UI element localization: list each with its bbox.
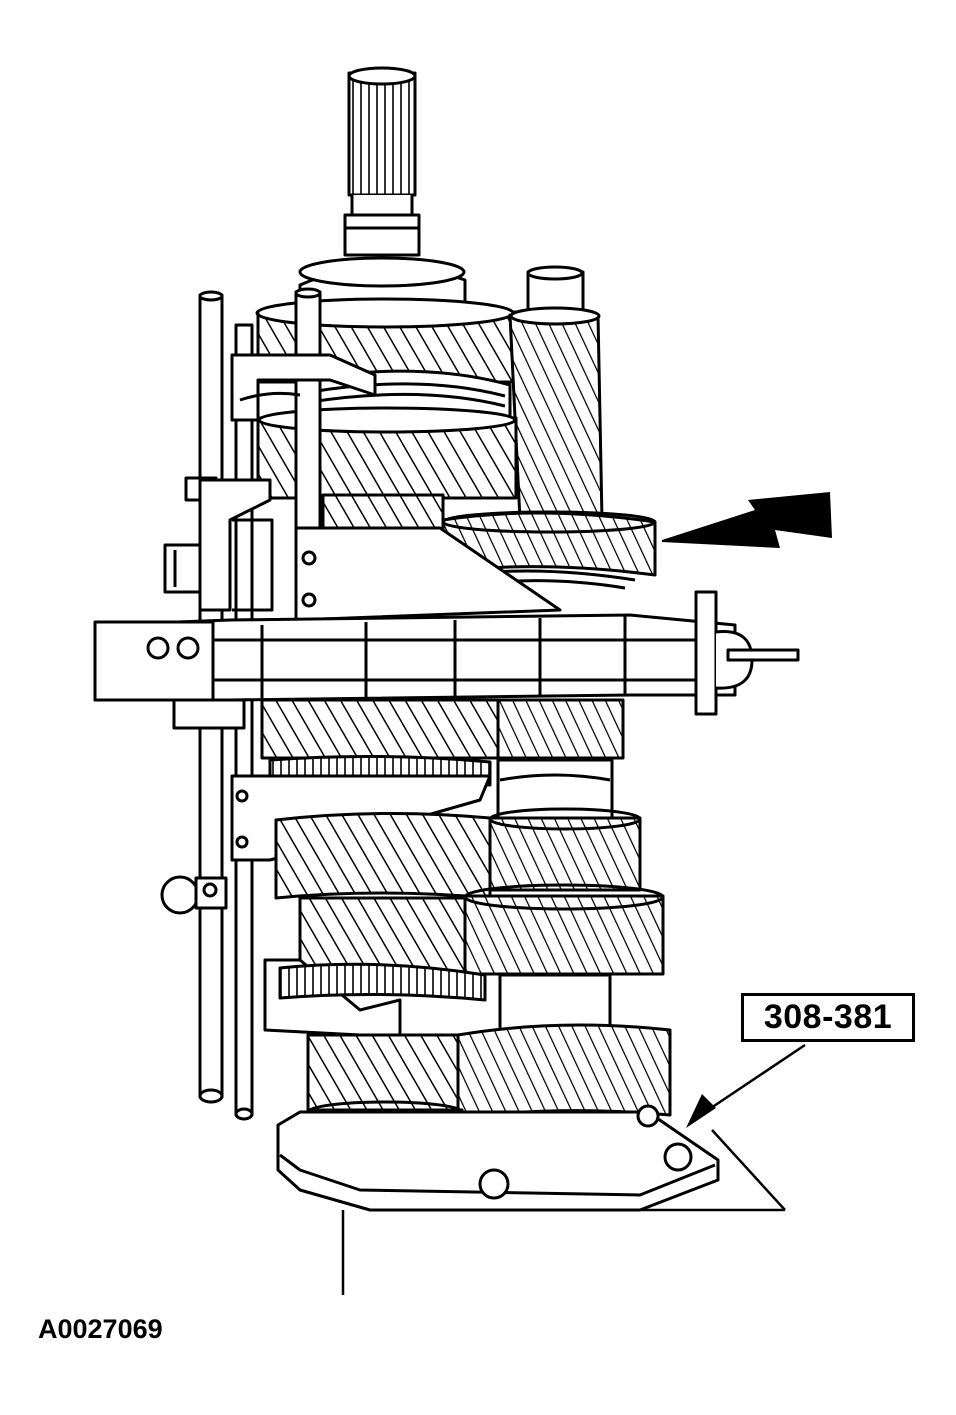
lower-countershaft-gear-1 xyxy=(496,698,625,822)
shift-clamp-upper xyxy=(163,476,274,612)
shift-clamp-lower xyxy=(160,875,228,915)
holding-bracket xyxy=(294,526,562,622)
leader-arrow-icon xyxy=(686,1094,716,1128)
lower-main-gear-2 xyxy=(274,811,492,900)
lower-shift-fork xyxy=(263,958,487,1037)
pointer-arrow-icon xyxy=(662,492,832,548)
lower-countershaft-gear-3 xyxy=(463,883,665,1037)
fixture-bar xyxy=(93,590,800,730)
tool-number-label: 308-381 xyxy=(763,998,893,1036)
countershaft-cluster-gear xyxy=(508,306,604,522)
upper-shift-fork xyxy=(230,353,377,422)
leader-lines xyxy=(341,1043,806,1295)
tool-number-callout: 308-381 xyxy=(741,993,915,1042)
bottom-main-gear xyxy=(306,1033,460,1112)
holding-fixture-plate xyxy=(276,1104,720,1212)
countershaft-top xyxy=(526,265,585,314)
input-shaft xyxy=(298,66,467,307)
figure-id-label: A0027069 xyxy=(38,1314,163,1344)
lower-countershaft-gear-2 xyxy=(488,807,642,892)
bottom-countershaft-gear xyxy=(456,1023,672,1120)
lower-main-gear-1 xyxy=(260,698,514,760)
